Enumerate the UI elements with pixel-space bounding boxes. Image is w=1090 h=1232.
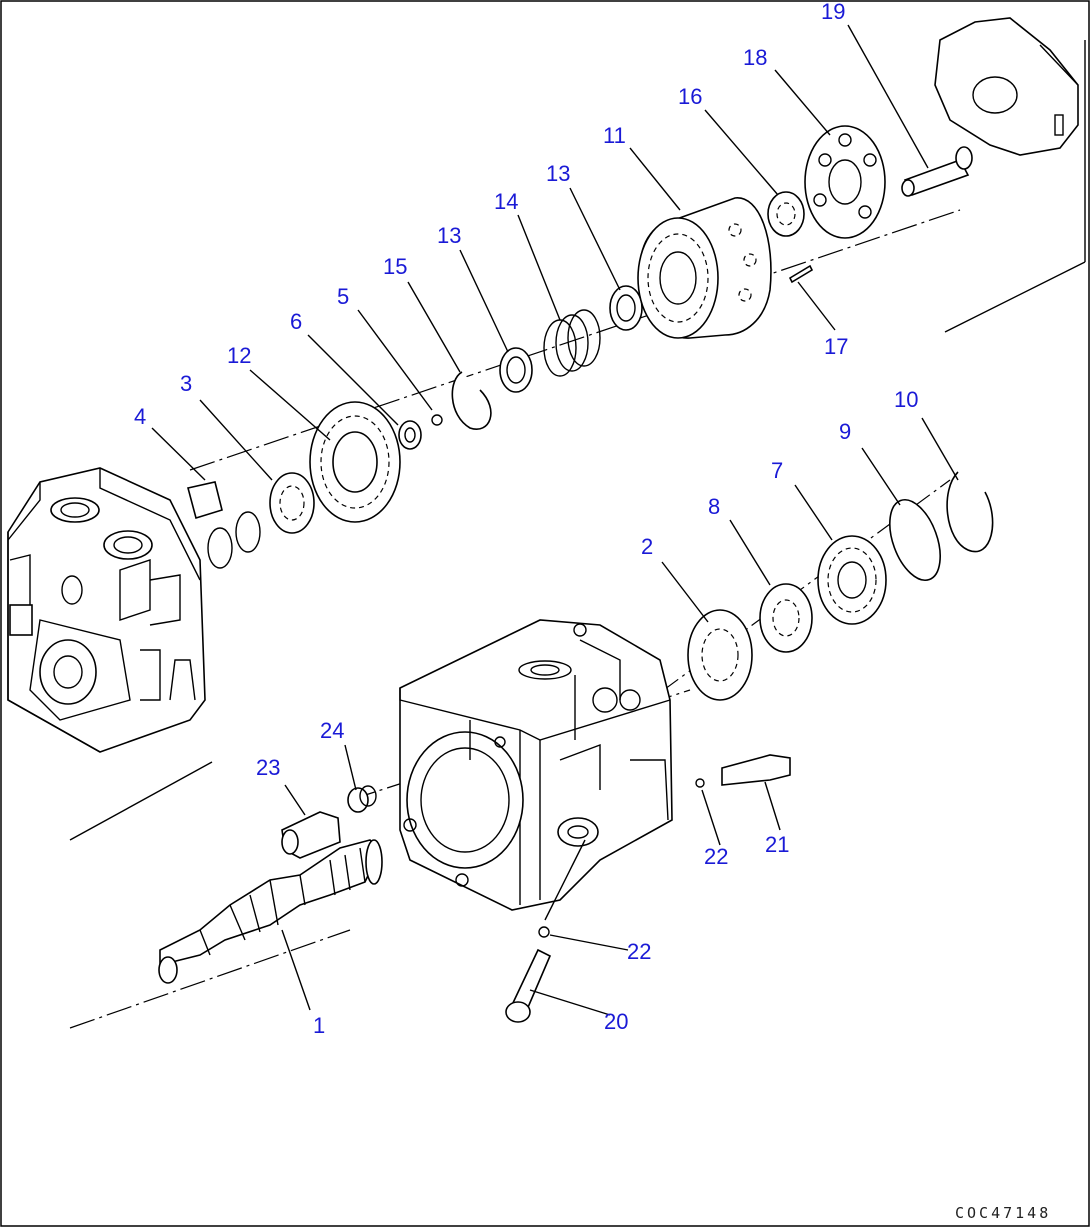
callout-15: 15 bbox=[383, 254, 407, 279]
callout-13-upper: 13 bbox=[546, 161, 570, 186]
callout-18: 18 bbox=[743, 45, 767, 70]
callout-14: 14 bbox=[494, 189, 518, 214]
drive-shaft bbox=[158, 839, 383, 984]
callout-1: 1 bbox=[313, 1013, 325, 1038]
callout-7: 7 bbox=[771, 458, 783, 483]
callout-labels: 1 2 3 4 5 6 7 8 9 10 11 12 13 13 14 15 1… bbox=[134, 0, 918, 1038]
callout-10: 10 bbox=[894, 387, 918, 412]
callout-5: 5 bbox=[337, 284, 349, 309]
small-parts bbox=[187, 17, 1079, 1023]
end-cover-housing bbox=[7, 467, 206, 753]
callout-6: 6 bbox=[290, 309, 302, 334]
callout-12: 12 bbox=[227, 343, 251, 368]
callout-21: 21 bbox=[765, 832, 789, 857]
callout-17: 17 bbox=[824, 334, 848, 359]
callout-19: 19 bbox=[821, 0, 845, 24]
pump-case bbox=[399, 619, 673, 911]
callout-23: 23 bbox=[256, 755, 280, 780]
callout-24: 24 bbox=[320, 718, 344, 743]
callout-2: 2 bbox=[641, 534, 653, 559]
leader-lines bbox=[151, 24, 959, 1016]
callout-20: 20 bbox=[604, 1009, 628, 1034]
callout-22-right: 22 bbox=[704, 844, 728, 869]
callout-22-lower: 22 bbox=[627, 939, 651, 964]
callout-4: 4 bbox=[134, 404, 146, 429]
callout-13-lower: 13 bbox=[437, 223, 461, 248]
callout-16: 16 bbox=[678, 84, 702, 109]
callout-8: 8 bbox=[708, 494, 720, 519]
callout-3: 3 bbox=[180, 371, 192, 396]
drawing-code: COC47148 bbox=[955, 1204, 1051, 1222]
callout-9: 9 bbox=[839, 419, 851, 444]
callout-11: 11 bbox=[603, 123, 626, 148]
